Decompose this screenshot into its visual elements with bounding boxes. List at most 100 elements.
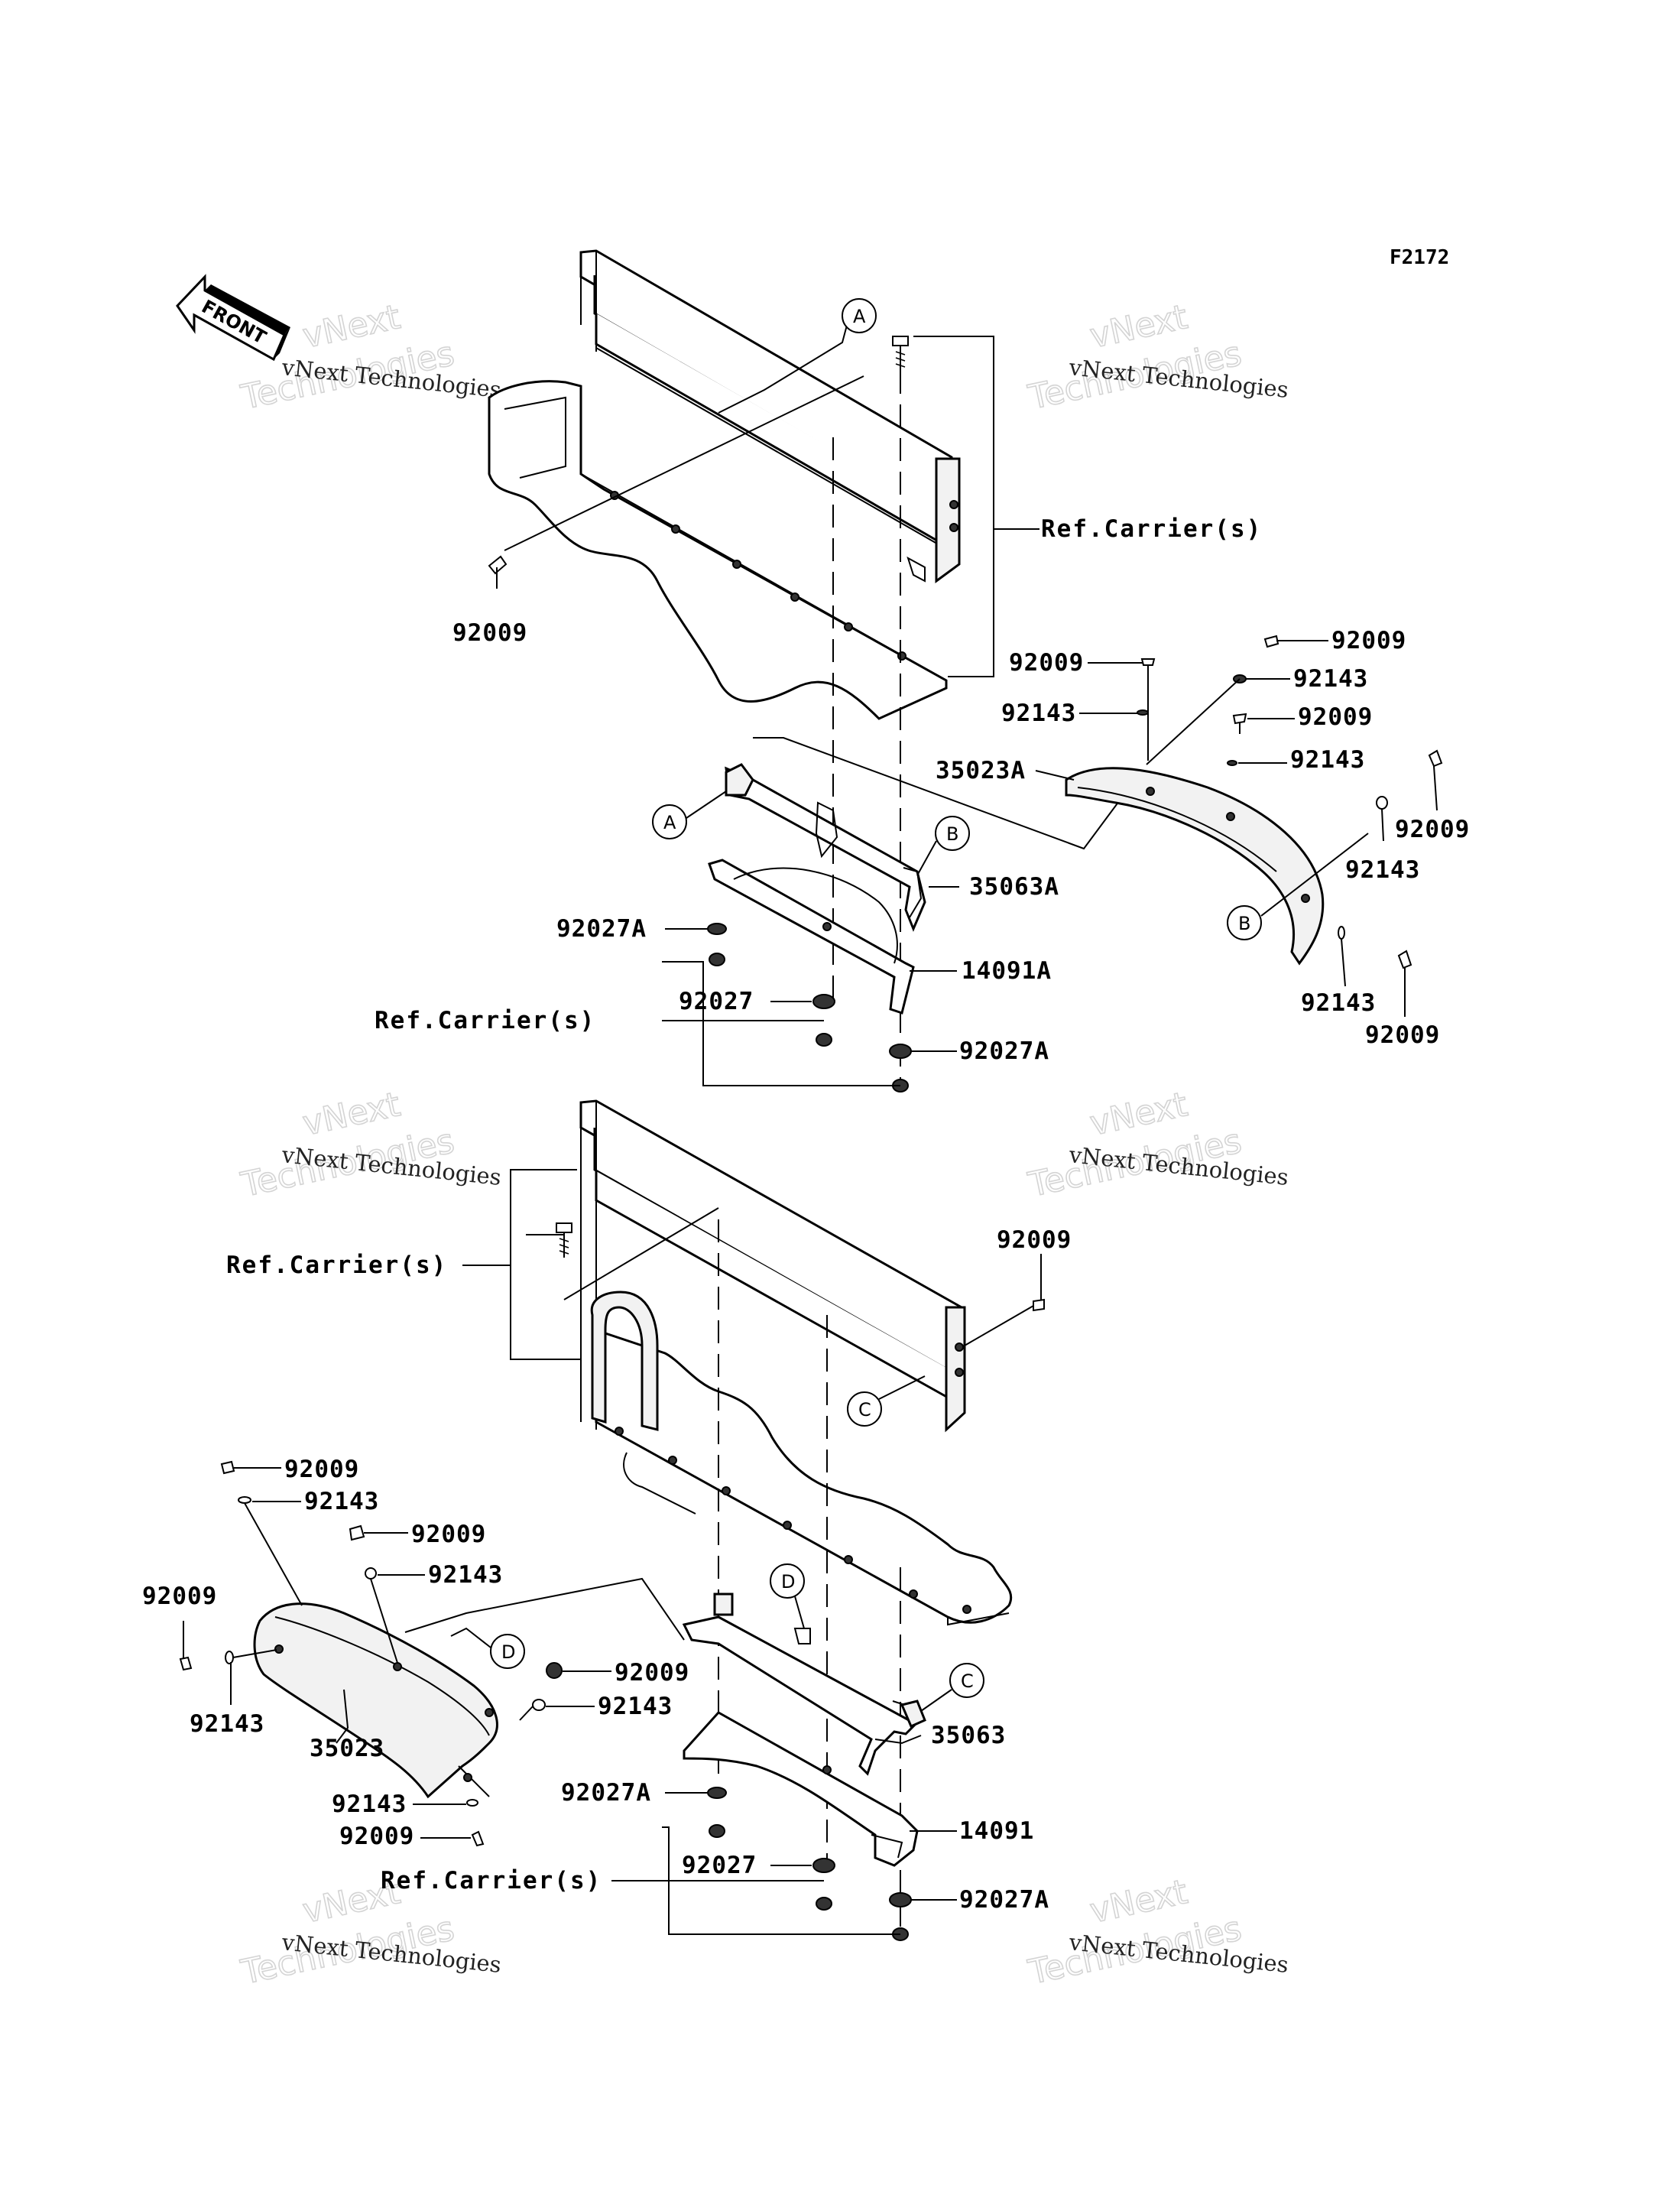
label-92009-e: 92009 — [1365, 1021, 1440, 1049]
diagram-code: F2172 — [1390, 246, 1449, 269]
hw-92143-lower-5 — [466, 1799, 478, 1807]
callout-a-lower[interactable]: A — [652, 804, 687, 839]
label-92027-upper: 92027 — [679, 988, 754, 1015]
svg-text:B: B — [1238, 913, 1250, 934]
front-arrow-icon: FRONT — [176, 274, 290, 362]
hw-92143-fender-5 — [1338, 926, 1345, 940]
leader-35023 — [336, 1689, 349, 1744]
label-92143-d: 92143 — [1345, 856, 1420, 884]
leader-fender-right-hw — [1381, 765, 1438, 842]
hw-92009-fender-5 — [1397, 950, 1412, 969]
hw-92009-lower-4 — [546, 1662, 563, 1679]
label-92143-lower-1: 92143 — [304, 1488, 379, 1515]
label-92009-c: 92009 — [1298, 703, 1373, 731]
leader-panel-lower — [563, 1207, 719, 1300]
label-92143-a: 92143 — [1001, 700, 1076, 727]
watermark-mid-right: vNext Technologies vNext Technologies — [1024, 1084, 1289, 1205]
leader-a-top — [718, 319, 849, 414]
upper-panel-bolt — [892, 336, 909, 371]
hw-92009-fender-2 — [1263, 635, 1279, 648]
svg-text:A: A — [853, 306, 866, 327]
label-92009-lower-1: 92009 — [284, 1456, 359, 1483]
label-92027a-lower: 92027A — [561, 1779, 651, 1807]
watermark-top-right: vNext Technologies vNext Technologies — [1024, 297, 1289, 417]
ref-bracket-upper — [913, 336, 994, 677]
label-92009-b: 92009 — [1331, 627, 1406, 654]
hw-92143-lower-3 — [225, 1651, 234, 1664]
lower-nuts — [707, 1787, 912, 1941]
leader-bracket-lower-fender — [404, 1577, 685, 1641]
callout-d-bracket[interactable]: D — [770, 1563, 805, 1599]
label-92027a-upper-right: 92027A — [959, 1037, 1049, 1065]
leader-b-bracket — [916, 840, 937, 876]
upper-fender-35023a — [1065, 767, 1325, 966]
hw-92143-fender-1 — [1137, 709, 1149, 716]
upper-bed-floor — [488, 380, 948, 720]
label-ref-carrier-upper: Ref.Carrier(s) — [1041, 515, 1262, 543]
label-92009-lower-2: 92009 — [411, 1521, 486, 1548]
hw-92009-lower-1 — [220, 1460, 235, 1475]
callout-d-fender[interactable]: D — [490, 1634, 525, 1669]
label-92009-lower-4: 92009 — [615, 1659, 689, 1687]
callout-c-bracket[interactable]: C — [949, 1663, 984, 1698]
svg-text:D: D — [781, 1571, 795, 1592]
upper-nuts — [707, 923, 912, 1093]
leader-c-panel — [878, 1375, 926, 1400]
leader-d-fender — [450, 1627, 491, 1648]
label-ref-carrier-lower: Ref.Carrier(s) — [226, 1252, 447, 1279]
label-92009-lower-right: 92009 — [997, 1226, 1072, 1254]
callout-c-upper[interactable]: C — [847, 1391, 882, 1427]
label-ref-carrier-upper-nuts: Ref.Carrier(s) — [375, 1007, 595, 1034]
leader-35063 — [874, 1735, 922, 1745]
hw-92009-lower-3 — [179, 1656, 193, 1671]
label-92009-lower-3: 92009 — [142, 1583, 217, 1610]
label-35063a: 35063A — [969, 873, 1059, 901]
leader-92143-lower-3 — [232, 1649, 277, 1658]
svg-text:A: A — [663, 812, 676, 833]
svg-text:C: C — [961, 1670, 974, 1692]
label-92027a-upper: 92027A — [556, 915, 647, 943]
leader-b-fender — [1260, 833, 1369, 917]
label-92143-lower-2: 92143 — [428, 1561, 503, 1589]
label-92009-panel: 92009 — [452, 619, 527, 647]
leader-92143-lower-4 — [519, 1706, 534, 1721]
label-14091a: 14091A — [962, 957, 1052, 985]
upper-reinforcement-14091a — [708, 859, 915, 1015]
leader-92143-diag — [1146, 678, 1241, 765]
svg-text:C: C — [858, 1399, 871, 1420]
leader-a-bracket — [686, 791, 727, 819]
label-35063: 35063 — [931, 1722, 1006, 1749]
label-92143-e: 92143 — [1301, 989, 1376, 1017]
hw-92143-fender-4 — [1376, 796, 1388, 810]
svg-text:D: D — [501, 1641, 515, 1663]
label-92009-d: 92009 — [1395, 816, 1470, 843]
ref-bracket-upper-nuts — [662, 961, 900, 1086]
label-92143-b: 92143 — [1293, 665, 1368, 693]
callout-b-fender[interactable]: B — [1227, 905, 1262, 940]
watermark-mid-left: vNext Technologies vNext Technologies — [237, 1084, 502, 1205]
leader-92143-lower-2 — [370, 1578, 398, 1664]
callout-b-upper[interactable]: B — [935, 816, 970, 851]
leader-bracket-fender — [753, 737, 1124, 850]
watermark-top-left: vNext Technologies vNext Technologies — [237, 297, 502, 417]
lower-bracket-35063 — [682, 1592, 926, 1776]
hw-92143-fender-3 — [1227, 760, 1237, 766]
hw-92009-fender-4 — [1428, 749, 1443, 768]
label-92027a-lower-right: 92027A — [959, 1886, 1049, 1914]
label-14091: 14091 — [959, 1817, 1034, 1845]
hw-92009-lower-2 — [349, 1524, 365, 1541]
callout-a-upper[interactable]: A — [842, 298, 877, 333]
hw-92009-fender-1 — [1140, 658, 1156, 679]
leader-92009-panel — [504, 375, 864, 551]
leader-92143-lower-1 — [244, 1502, 303, 1606]
label-92143-lower-4: 92143 — [598, 1693, 673, 1720]
leader-92009-lower-right — [964, 1305, 1034, 1346]
hw-92143-lower-2 — [365, 1567, 377, 1580]
lower-reinforcement-14091 — [683, 1711, 919, 1867]
label-92027-lower: 92027 — [682, 1852, 757, 1879]
label-ref-carrier-lower-nuts: Ref.Carrier(s) — [381, 1867, 602, 1894]
hw-92143-lower-4 — [532, 1699, 546, 1711]
hw-92143-lower-1 — [238, 1496, 251, 1504]
hw-92009-lower-5 — [471, 1830, 485, 1847]
